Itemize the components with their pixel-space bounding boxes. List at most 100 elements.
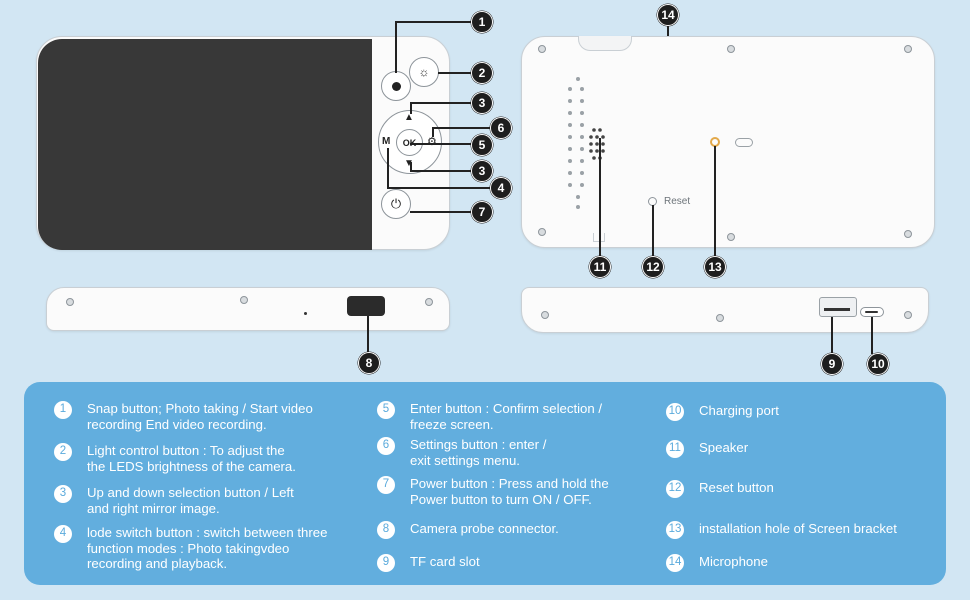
screw-icon <box>538 45 546 53</box>
legend-text: Light control button : To adjust the the… <box>87 443 296 474</box>
legend-item: 4 lode switch button : switch between th… <box>54 525 384 572</box>
legend-text: lode switch button : switch between thre… <box>87 525 328 571</box>
callout-badge: 8 <box>358 352 380 374</box>
legend-item: 9 TF card slot <box>377 554 657 572</box>
record-dot-icon <box>391 81 401 91</box>
legend-number: 7 <box>377 476 395 494</box>
bracket-slot <box>735 138 753 147</box>
legend-text: Reset button <box>699 480 774 495</box>
speaker-grille-icon <box>568 77 605 209</box>
callout-badge: 5 <box>471 134 493 156</box>
leader-line <box>410 211 471 213</box>
legend-item: 11 Speaker <box>666 440 936 458</box>
leader-line <box>410 162 412 170</box>
power-button[interactable]: ⏻ <box>381 189 411 219</box>
legend-number: 4 <box>54 525 72 543</box>
legend-item: 12 Reset button <box>666 480 936 498</box>
screw-icon <box>727 45 735 53</box>
brightness-icon: ☼ <box>418 65 430 79</box>
mode-switch-label[interactable]: M <box>382 136 391 147</box>
legend-item: 6 Settings button : enter / exit setting… <box>377 437 657 468</box>
legend-number: 11 <box>666 440 684 458</box>
legend-number: 14 <box>666 554 684 572</box>
legend-number: 2 <box>54 443 72 461</box>
leader-line <box>432 127 434 137</box>
legend-number: 3 <box>54 485 72 503</box>
legend-item: 1 Snap button; Photo taking / Start vide… <box>54 401 384 432</box>
leader-line <box>714 146 716 256</box>
callout-badge: 1 <box>471 11 493 33</box>
leader-line <box>395 21 397 73</box>
screw-icon <box>240 296 248 304</box>
leader-line <box>599 138 601 256</box>
screw-icon <box>66 298 74 306</box>
reset-label: Reset <box>664 196 691 207</box>
legend-number: 9 <box>377 554 395 572</box>
leader-line <box>432 127 490 129</box>
legend-text: Up and down selection button / Left and … <box>87 485 294 516</box>
callout-badge: 12 <box>642 256 664 278</box>
legend-number: 5 <box>377 401 395 419</box>
legend-text: Snap button; Photo taking / Start video … <box>87 401 313 432</box>
legend-number: 6 <box>377 437 395 455</box>
callout-badge: 9 <box>821 353 843 375</box>
tf-card-slot[interactable] <box>819 297 857 317</box>
leader-line <box>438 72 471 74</box>
legend-number: 13 <box>666 521 684 539</box>
screw-icon <box>425 298 433 306</box>
monitor-back-view <box>521 36 935 248</box>
callout-badge: 3 <box>471 92 493 114</box>
ok-enter-button[interactable]: OK <box>396 129 423 156</box>
screw-icon <box>904 45 912 53</box>
legend-item: 2 Light control button : To adjust the t… <box>54 443 384 474</box>
callout-badge: 14 <box>657 4 679 26</box>
callout-badge: 11 <box>589 256 611 278</box>
screw-icon <box>904 311 912 319</box>
legend-item: 5 Enter button : Confirm selection / fre… <box>377 401 657 432</box>
legend-text: Power button : Press and hold the Power … <box>410 476 609 507</box>
camera-probe-connector[interactable] <box>347 296 385 316</box>
monitor-bottom-edge-view <box>46 287 450 331</box>
legend-number: 10 <box>666 403 684 421</box>
leader-line <box>367 316 369 354</box>
legend-text: Charging port <box>699 403 779 418</box>
callout-badge: 4 <box>490 177 512 199</box>
legend-item: 7 Power button : Press and hold the Powe… <box>377 476 657 507</box>
leader-line <box>395 21 471 23</box>
power-icon: ⏻ <box>390 196 402 211</box>
leader-line <box>387 187 490 189</box>
callout-badge: 7 <box>471 201 493 223</box>
callout-badge: 3 <box>471 160 493 182</box>
legend-text: Enter button : Confirm selection / freez… <box>410 401 603 432</box>
screw-icon <box>727 233 735 241</box>
legend-item: 3 Up and down selection button / Left an… <box>54 485 384 516</box>
legend-text: Speaker <box>699 440 749 455</box>
leader-line <box>410 143 471 145</box>
up-arrow-icon[interactable]: ▲ <box>404 112 414 123</box>
legend-item: 14 Microphone <box>666 554 936 572</box>
snap-button[interactable] <box>381 71 411 101</box>
legend-text: Microphone <box>699 554 768 569</box>
legend-text: installation hole of Screen bracket <box>699 521 897 536</box>
callout-badge: 13 <box>704 256 726 278</box>
light-control-button[interactable]: ☼ <box>409 57 439 87</box>
callout-badge: 6 <box>490 117 512 139</box>
leader-line <box>387 148 389 187</box>
legend-text: Settings button : enter / exit settings … <box>410 437 547 468</box>
legend-panel: 1 Snap button; Photo taking / Start vide… <box>24 382 946 585</box>
probe-dot <box>304 312 307 315</box>
down-arrow-icon[interactable]: ▼ <box>404 158 414 169</box>
ok-label: OK <box>403 138 417 148</box>
settings-icon[interactable]: ⚙ <box>427 136 437 148</box>
leader-line <box>410 170 471 172</box>
monitor-screen <box>38 39 372 250</box>
legend-item: 13 installation hole of Screen bracket <box>666 521 936 539</box>
leader-line <box>410 102 471 104</box>
leader-line <box>410 102 412 114</box>
leader-line <box>652 205 654 256</box>
microphone-slot <box>578 36 632 51</box>
screw-icon <box>541 311 549 319</box>
callout-badge: 10 <box>867 353 889 375</box>
charging-port[interactable] <box>860 307 884 317</box>
legend-item: 10 Charging port <box>666 403 936 421</box>
